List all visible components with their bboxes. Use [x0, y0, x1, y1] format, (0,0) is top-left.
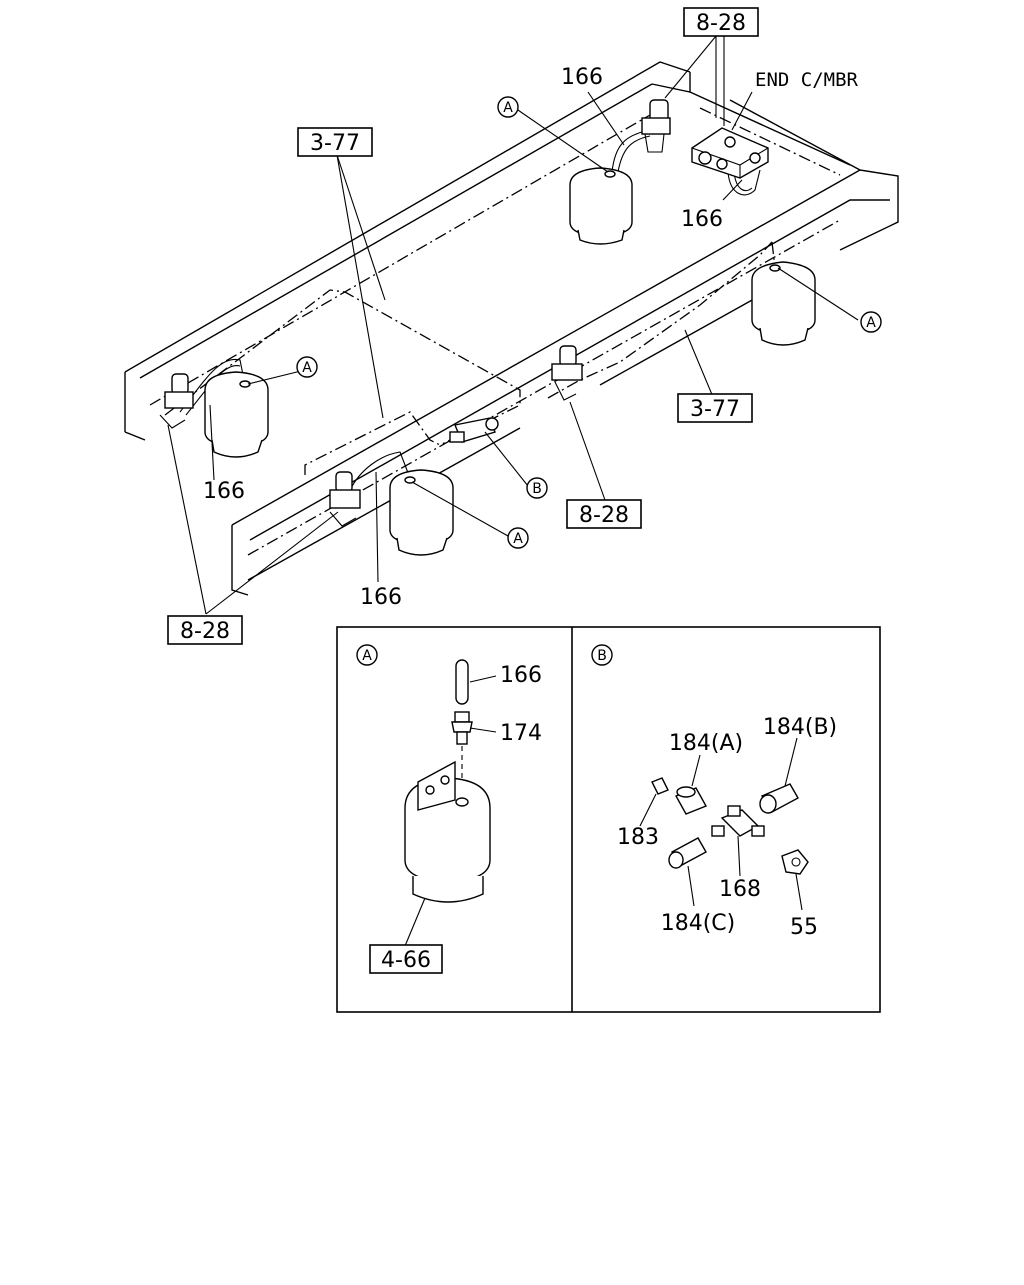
fitting-183 [651, 777, 669, 795]
ref-3-77-left: 3-77 [297, 127, 373, 157]
ref-text: 8-28 [696, 11, 746, 36]
detail-part-166: 166 [500, 663, 542, 688]
svg-text:A: A [866, 315, 876, 331]
air-spring-top [569, 167, 633, 245]
air-spring-left [204, 371, 269, 458]
detail-part-184a: 184(A) [669, 731, 743, 756]
detail-part-184c: 184(C) [661, 911, 736, 936]
part-166-bottom: 166 [360, 585, 402, 610]
end-cmbr-label: END C/MBR [755, 69, 859, 91]
svg-text:B: B [532, 481, 542, 497]
part-166-top: 166 [561, 65, 603, 90]
tee-168 [711, 805, 765, 837]
ref-4-66: 4-66 [369, 944, 443, 974]
ref-text: 3-77 [310, 131, 360, 156]
svg-text:A: A [302, 360, 312, 376]
callout-a-left: A [296, 356, 318, 378]
callout-a-top: A [497, 96, 519, 118]
ref-text: 8-28 [579, 503, 629, 528]
callout-a-right: A [860, 311, 882, 333]
svg-text:A: A [362, 648, 372, 664]
svg-text:A: A [503, 100, 513, 116]
tee-fitting [449, 417, 499, 443]
ref-text: 8-28 [180, 619, 230, 644]
ref-3-77-right: 3-77 [677, 393, 753, 423]
ref-8-28-top: 8-28 [683, 7, 759, 37]
part-166-valve: 166 [681, 207, 723, 232]
ref-text: 4-66 [381, 948, 431, 973]
detail-a: A 166 174 4-66 [356, 644, 542, 974]
svg-text:A: A [513, 531, 523, 547]
detail-part-168: 168 [719, 877, 761, 902]
leveling-valve-bottom [329, 471, 361, 527]
nut-55 [781, 849, 809, 875]
detail-a-callout: A [356, 644, 378, 666]
frame-rails [124, 61, 899, 596]
detail-panels [336, 626, 881, 1013]
ref-8-28-bottom: 8-28 [167, 615, 243, 645]
leveling-valve-mid [551, 345, 583, 401]
tube-166 [455, 659, 469, 705]
valve-block [691, 127, 769, 179]
detail-part-55: 55 [790, 915, 818, 940]
callout-a-bottom: A [507, 527, 529, 549]
air-spring-right [751, 261, 816, 346]
fitting-184c [668, 837, 707, 869]
leader-lines [167, 35, 859, 615]
fitting-184b [759, 783, 799, 814]
ref-text: 3-77 [690, 397, 740, 422]
part-166-left: 166 [203, 479, 245, 504]
detail-part-183: 183 [617, 825, 659, 850]
detail-part-174: 174 [500, 721, 542, 746]
fitting-184a [675, 786, 707, 815]
detail-b-callout: B [591, 644, 613, 666]
fitting-174 [451, 711, 473, 745]
leveling-valve-top [641, 99, 671, 153]
detail-b: B [591, 644, 837, 940]
detail-part-184b: 184(B) [763, 715, 837, 740]
leveling-valve-left [159, 373, 194, 429]
callout-b-main: B [526, 477, 548, 499]
svg-text:B: B [597, 648, 607, 664]
air-spring-bottom [389, 469, 454, 556]
ref-8-28-mid: 8-28 [566, 499, 642, 529]
air-spring-detail [404, 760, 491, 903]
